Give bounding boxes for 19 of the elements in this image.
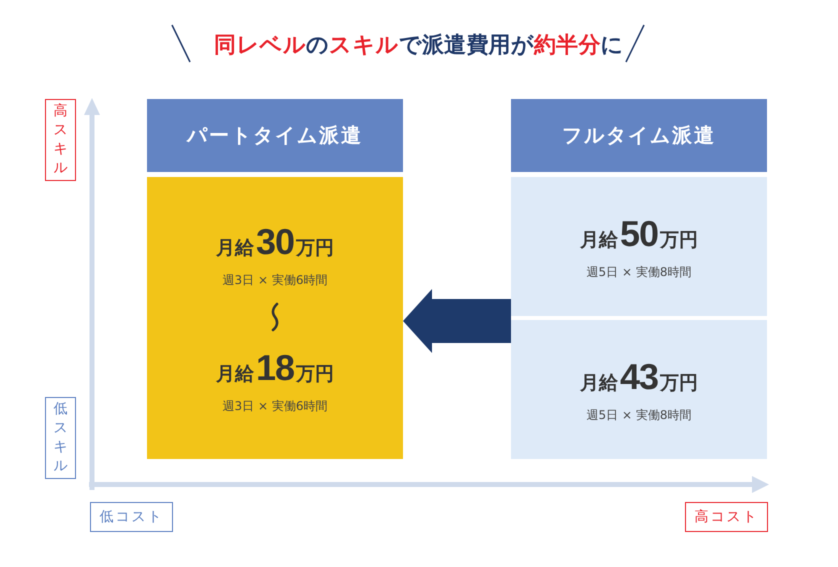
salary-amount: 月給43万円 (580, 356, 698, 398)
work-schedule: 週5日 × 実働8時間 (586, 406, 692, 422)
salary-panel (511, 320, 767, 459)
salary-amount: 月給18万円 (216, 348, 334, 390)
axis-label: 低スキル (45, 397, 76, 479)
salary-panel (511, 177, 767, 316)
salary-amount: 月給30万円 (216, 222, 334, 264)
block-arrow (403, 289, 511, 353)
axis-label: 高コスト (685, 502, 768, 532)
axis-label: 低コスト (90, 502, 173, 532)
work-schedule: 週3日 × 実働6時間 (222, 398, 328, 414)
work-schedule: 週3日 × 実働6時間 (222, 272, 328, 288)
salary-panel (147, 177, 403, 459)
column-header: フルタイム派遣 (511, 99, 767, 172)
title: 同レベルのスキルで派遣費用が約半分に (214, 32, 624, 60)
work-schedule: 週5日 × 実働8時間 (586, 264, 692, 280)
axis-label: 高スキル (45, 99, 76, 181)
salary-amount: 月給50万円 (580, 214, 698, 256)
column-header: パートタイム派遣 (147, 99, 403, 172)
